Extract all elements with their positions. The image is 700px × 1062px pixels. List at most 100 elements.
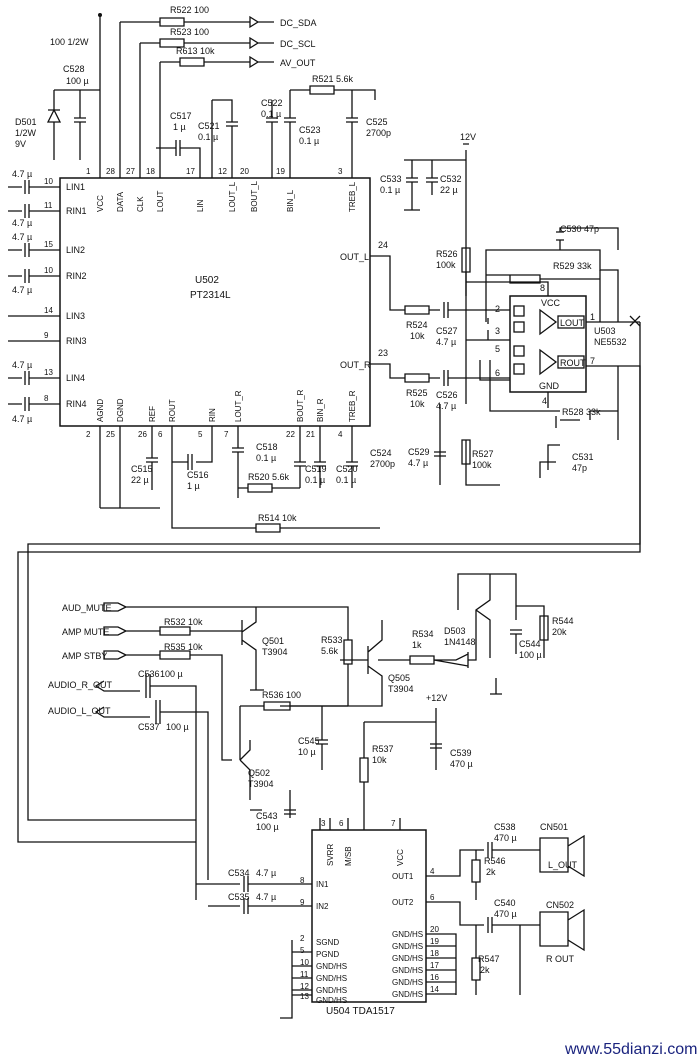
top-nets: [46, 13, 376, 178]
u504-right-pin-number: 18: [430, 949, 439, 958]
c528-value: 100 µ: [66, 76, 89, 86]
r533-value: 5.6k: [321, 646, 339, 656]
u502-bottom-pin-label: BIN_R: [316, 398, 325, 422]
r514-label: R514 10k: [258, 513, 297, 523]
c522-value: 0.1 µ: [261, 109, 281, 119]
u502-bottom-pin-number: 4: [338, 430, 343, 439]
q505-part: T3904: [388, 684, 414, 694]
c533-label: C533: [380, 174, 402, 184]
u504-left-pin-number: 12: [300, 982, 309, 991]
u502-left-pin-label: RIN3: [66, 336, 87, 346]
cap-label-4: 4.7 µ: [12, 285, 32, 295]
u504-right-pin-number: 20: [430, 925, 439, 934]
c532-value: 22 µ: [440, 185, 458, 195]
c535-label: C535: [228, 892, 250, 902]
u502-left-pin-number: 11: [44, 201, 53, 210]
u504-top-pin-number: 3: [321, 819, 326, 828]
u502-bottom-pin-label: LOUT_R: [234, 390, 243, 422]
d503-part: 1N4148: [444, 637, 476, 647]
c519-label: C519: [305, 464, 327, 474]
u504-right-pin-label: GND/HS: [392, 930, 423, 939]
c539-value: 470 µ: [450, 759, 473, 769]
r529-label: R529 33k: [553, 261, 592, 271]
c523-label: C523: [299, 125, 321, 135]
u502-left-pin-label: RIN1: [66, 206, 87, 216]
c537-label: C537: [138, 722, 160, 732]
u504-right-pin-number: 6: [430, 893, 435, 902]
c527-label: C527: [436, 326, 458, 336]
c526-label: C526: [436, 390, 458, 400]
u504-top-pin-label: SVRR: [326, 844, 335, 866]
u504-right-pin-number: 16: [430, 973, 439, 982]
out-l-net: [370, 255, 510, 318]
u502-top-pin-label: BOUT_L: [250, 180, 259, 212]
u502-bottom-pins: AGND2DGND25REF26ROUT6RIN5LOUT_R7BOUT_R22…: [86, 389, 357, 439]
u504-top-pin-number: 7: [391, 819, 396, 828]
c518-value: 0.1 µ: [256, 453, 276, 463]
r547-value: 2k: [480, 965, 490, 975]
c529-value: 4.7 µ: [408, 458, 428, 468]
u502-left-pin-label: RIN2: [66, 271, 87, 281]
c520-value: 0.1 µ: [336, 475, 356, 485]
u504-right-pin-label: OUT1: [392, 872, 414, 881]
q501-label: Q501: [262, 636, 284, 646]
c525-value: 2700p: [366, 128, 391, 138]
u502-top-pin-number: 3: [338, 167, 343, 176]
c536-value: 100 µ: [160, 669, 183, 679]
u502-left-pin-number: 14: [44, 306, 53, 315]
q505-label: Q505: [388, 673, 410, 683]
u502-left-pin-number: 9: [44, 331, 49, 340]
c534-label: C534: [228, 868, 250, 878]
out-l-label: OUT_L: [340, 252, 369, 262]
u504-chip: [311, 829, 427, 1003]
u504-left-pin-number: 10: [300, 958, 309, 967]
u502-left-pin-label: LIN4: [66, 373, 85, 383]
r544-value: 20k: [552, 627, 567, 637]
watermark: www.55dianzi.com: [564, 1041, 698, 1058]
u504-right-pin-number: 14: [430, 985, 439, 994]
u504-left-pin-number: 2: [300, 934, 305, 943]
u504-left-pin-label: GND/HS: [316, 962, 347, 971]
u503-pin8: 8: [540, 283, 545, 293]
c534-value: 4.7 µ: [256, 868, 276, 878]
c526-value: 4.7 µ: [436, 401, 456, 411]
u502-ref: U502: [195, 275, 219, 286]
u502-bottom-pin-number: 22: [286, 430, 295, 439]
c515-value: 22 µ: [131, 475, 149, 485]
c540-label: C540: [494, 898, 516, 908]
r524-label: R524: [406, 320, 428, 330]
u503-nets: [17, 143, 641, 843]
d503-label: D503: [444, 626, 466, 636]
u502-bottom-pin-number: 25: [106, 430, 115, 439]
cap-label-5: 4.7 µ: [12, 360, 32, 370]
r546-label: R546: [484, 856, 506, 866]
u504-right-pins: OUT14OUT26GND/HS20GND/HS19GND/HS18GND/HS…: [392, 867, 439, 999]
u503-pin6: 6: [495, 368, 500, 378]
u502-top-pin-label: CLK: [136, 196, 145, 212]
u504-right-pin-label: GND/HS: [392, 954, 423, 963]
u502-bottom-pin-label: RIN: [208, 408, 217, 422]
c531-label: C531: [572, 452, 594, 462]
r546-value: 2k: [486, 867, 496, 877]
u504-right-pin-number: 17: [430, 961, 439, 970]
u502-top-pin-number: 19: [276, 167, 285, 176]
u502-top-pin-label: BIN_L: [286, 189, 295, 212]
c525-label: C525: [366, 117, 388, 127]
out-l-pin: 24: [378, 240, 388, 250]
u502-top-pin-number: 28: [106, 167, 115, 176]
u502-bottom-pin-number: 21: [306, 430, 315, 439]
u504-left-pin-label: GND/HS: [316, 974, 347, 983]
r532-label: R532 10k: [164, 617, 203, 627]
c533-value: 0.1 µ: [380, 185, 400, 195]
d501-label: D501: [15, 117, 37, 127]
u503-rout: ROUT: [560, 358, 586, 368]
r535-label: R535 10k: [164, 642, 203, 652]
c544-label: C544: [519, 639, 541, 649]
u504-left-pin-label: IN1: [316, 880, 329, 889]
u504-left-pin-number: 9: [300, 898, 305, 907]
c523-value: 0.1 µ: [299, 136, 319, 146]
u502-bottom-nets: [99, 426, 380, 533]
v12-label: 12V: [460, 132, 476, 142]
c519-value: 0.1 µ: [305, 475, 325, 485]
